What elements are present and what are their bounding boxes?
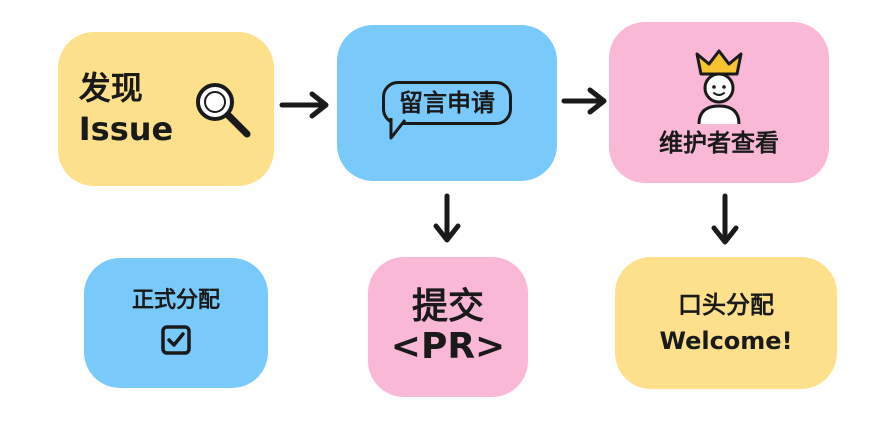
discover-content: 发现 Issue (78, 68, 253, 148)
arrow-maintainer-to-verbal (711, 193, 739, 245)
discover-label-line1: 发现 (78, 68, 143, 107)
speech-bubble-icon: 留言申请 (382, 80, 512, 140)
node-comment-request: 留言申请 (337, 25, 557, 181)
verbal-assign-line2: Welcome! (659, 327, 793, 355)
arrow-discover-to-comment (279, 91, 329, 119)
magnifier-icon (196, 83, 251, 138)
node-verbal-assign: 口头分配 Welcome! (615, 257, 837, 389)
submit-pr-line2: <PR> (390, 326, 506, 367)
checkbox-icon (161, 325, 191, 355)
submit-pr-line1: 提交 (411, 286, 484, 328)
discover-label-line2: Issue (78, 110, 174, 148)
discover-texts: 发现 Issue (78, 68, 174, 148)
maintainer-label: 维护者查看 (659, 129, 779, 158)
verbal-assign-line1: 口头分配 (678, 290, 774, 319)
comment-label: 留言申请 (399, 88, 495, 117)
node-submit-pr: 提交 <PR> (368, 257, 528, 397)
arrow-comment-to-pr (433, 193, 461, 243)
crowned-person-icon (695, 49, 743, 125)
node-discover-issue: 发现 Issue (58, 32, 274, 186)
node-formal-assign: 正式分配 (84, 258, 268, 388)
speech-tail-icon (389, 118, 407, 140)
formal-assign-label: 正式分配 (131, 287, 220, 313)
node-maintainer-review: 维护者查看 (609, 22, 829, 183)
arrow-comment-to-maintainer (561, 87, 607, 115)
